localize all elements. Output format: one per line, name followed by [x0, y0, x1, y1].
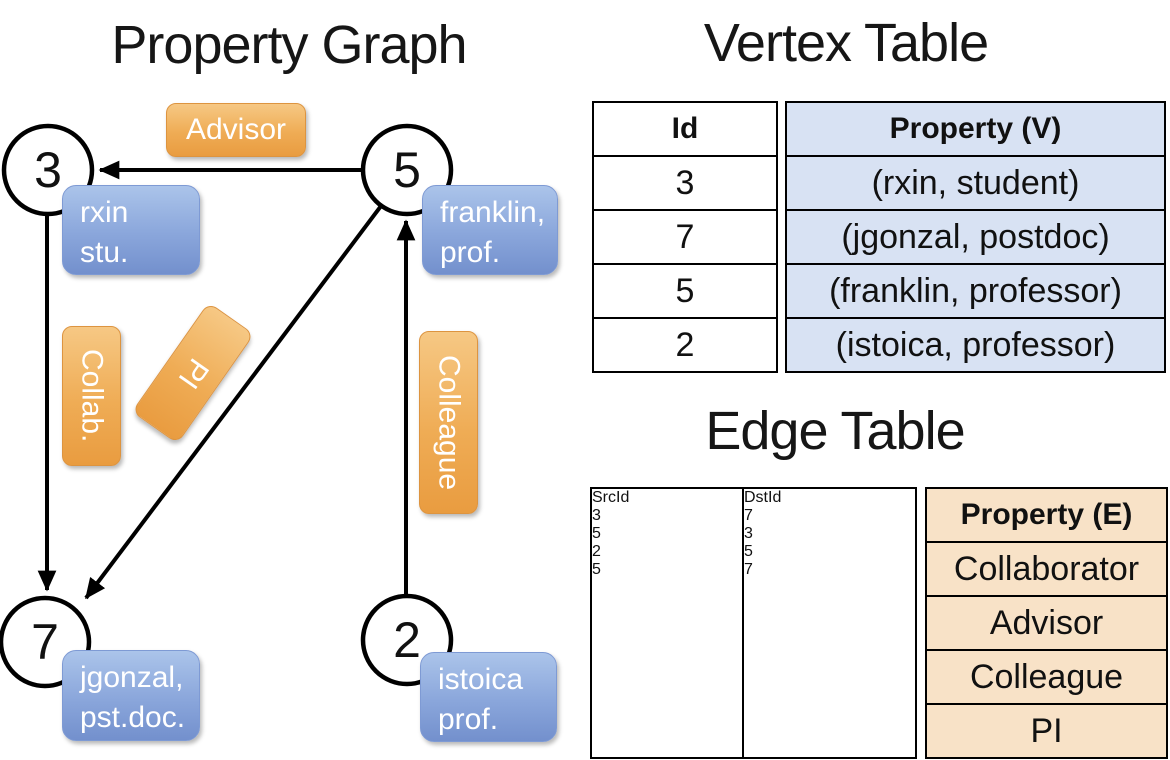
- edge-pi-5-to-7: [84, 204, 383, 600]
- edge-label-collab-text: Collab.: [75, 349, 109, 443]
- vertex-prop-box-3: rxin stu.: [62, 185, 200, 275]
- vertex-prop-line: prof.: [440, 236, 501, 269]
- table-cell: 5: [594, 263, 776, 317]
- edge-table: SrcId 3 5 2 5 DstId 7 3 5 7 Property (E)…: [590, 487, 1168, 759]
- vertex-table-property-column: Property (V) (rxin, student) (jgonzal, p…: [785, 101, 1166, 373]
- vertex-prop-line: rxin: [80, 196, 129, 229]
- vertex-prop-line: istoica: [438, 663, 524, 696]
- edge-table-id-columns: SrcId 3 5 2 5 DstId 7 3 5 7: [590, 487, 917, 759]
- vertex-table: Id 3 7 5 2 Property (V) (rxin, student) …: [592, 101, 1166, 373]
- edge-table-header-srcid: SrcId: [592, 489, 630, 506]
- table-cell: (jgonzal, postdoc): [787, 209, 1164, 263]
- vertex-table-header-id: Id: [671, 112, 699, 145]
- table-cell: PI: [927, 703, 1166, 757]
- vertex-table-id-column: Id 3 7 5 2: [592, 101, 778, 373]
- edge-table-dst-column: DstId 7 3 5 7: [744, 489, 915, 757]
- node-id-7: 7: [31, 614, 59, 670]
- table-cell: 2: [594, 317, 776, 371]
- node-id-3: 3: [34, 142, 62, 198]
- vertex-prop-line: pst.doc.: [80, 701, 186, 734]
- edge-label-advisor: Advisor: [166, 103, 306, 157]
- edge-table-title: Edge Table: [705, 401, 965, 461]
- property-graph-title: Property Graph: [111, 15, 467, 75]
- table-cell: 3: [592, 507, 601, 524]
- table-cell: 3: [594, 155, 776, 209]
- vertex-prop-box-5: franklin, prof.: [422, 185, 558, 275]
- table-cell: Collaborator: [927, 541, 1166, 595]
- vertex-table-header-property: Property (V): [889, 112, 1062, 145]
- edge-table-header-property: Property (E): [960, 498, 1133, 531]
- edge-table-property-column: Property (E) Collaborator Advisor Collea…: [925, 487, 1168, 759]
- vertex-prop-line: prof.: [438, 703, 499, 736]
- edge-table-header-dstid: DstId: [744, 489, 782, 506]
- table-cell: (franklin, professor): [787, 263, 1164, 317]
- table-cell: (istoica, professor): [787, 317, 1164, 371]
- node-id-5: 5: [393, 142, 421, 198]
- vertex-prop-box-2: istoica prof.: [420, 652, 557, 742]
- table-cell: 3: [744, 525, 753, 542]
- table-cell: 7: [744, 561, 753, 578]
- table-cell: 5: [744, 543, 753, 560]
- table-cell: 2: [592, 543, 601, 560]
- edge-label-pi-text: PI: [171, 352, 216, 395]
- edge-label-colleague-text: Colleague: [432, 354, 466, 491]
- vertex-prop-line: franklin,: [440, 196, 546, 229]
- table-cell: 5: [592, 525, 601, 542]
- vertex-prop-box-7: jgonzal, pst.doc.: [62, 650, 200, 741]
- table-cell: 7: [594, 209, 776, 263]
- vertex-prop-line: stu.: [80, 236, 129, 269]
- vertex-prop-line: jgonzal,: [80, 661, 184, 694]
- table-cell: Advisor: [927, 595, 1166, 649]
- node-id-2: 2: [393, 612, 421, 668]
- vertex-table-title: Vertex Table: [703, 13, 989, 73]
- table-cell: 5: [592, 561, 601, 578]
- table-cell: 7: [744, 507, 753, 524]
- table-cell: Colleague: [927, 649, 1166, 703]
- edge-label-advisor-text: Advisor: [185, 113, 287, 146]
- table-cell: (rxin, student): [787, 155, 1164, 209]
- edge-label-colleague: Colleague: [419, 331, 478, 514]
- edge-label-collab: Collab.: [62, 326, 121, 466]
- edge-table-src-column: SrcId 3 5 2 5: [592, 489, 744, 757]
